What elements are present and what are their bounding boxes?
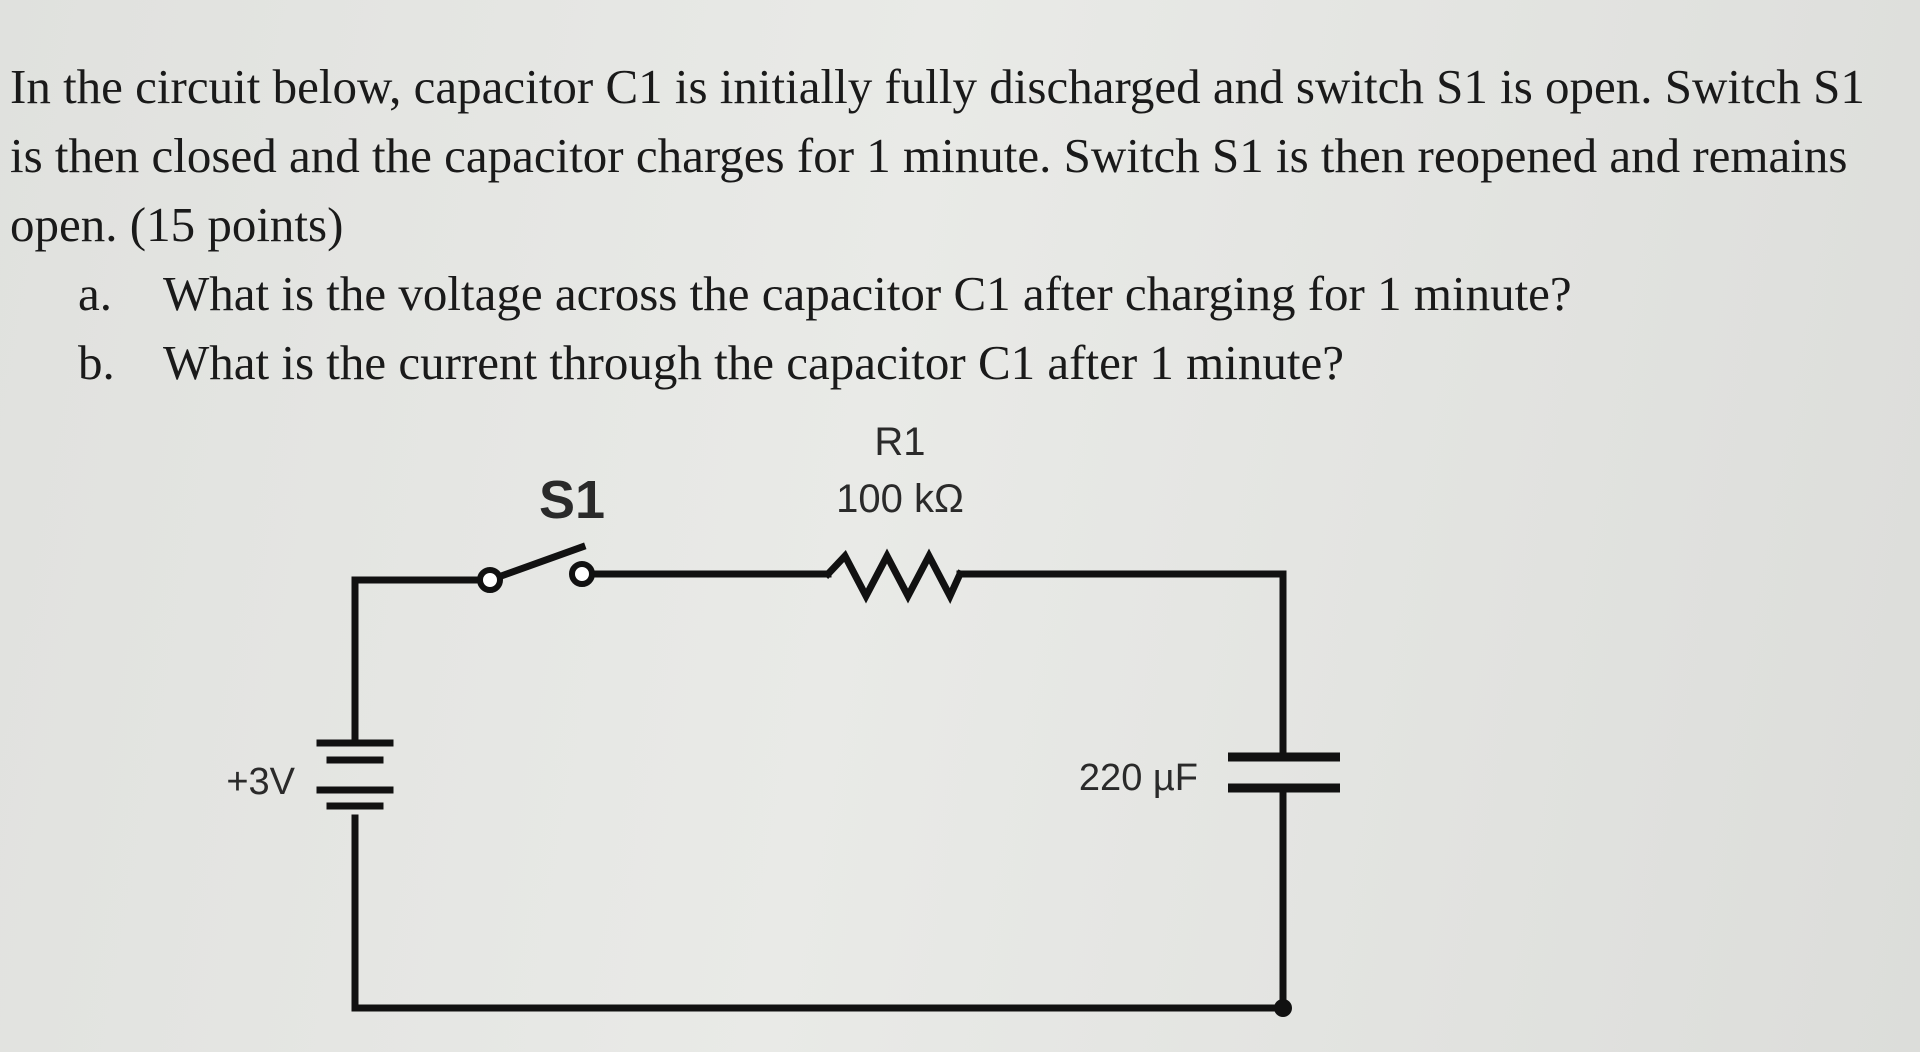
wire-top-right [956,570,1287,759]
wire-bottom [351,786,1287,1012]
question-marker: b. [78,335,115,390]
battery-label: +3V [226,761,295,803]
resistor-r1 [823,548,965,604]
question-text: What is the current through the capacito… [163,335,1345,390]
question-marker: a. [78,266,112,321]
wire-top-left [351,576,494,744]
junction-dot [1274,999,1292,1017]
question-list: a. What is the voltage across the capaci… [10,259,1900,397]
problem-statement: In the circuit below, capacitor C1 is in… [10,52,1900,397]
question-text: What is the voltage across the capacitor… [163,266,1572,321]
question-b: b. What is the current through the capac… [10,328,1900,397]
resistor-value: 100 kΩ [836,477,964,521]
switch-s1 [477,542,595,593]
question-a: a. What is the voltage across the capaci… [10,259,1900,328]
capacitor-value: 220 µF [1079,757,1198,799]
capacitor-c1 [1228,752,1340,793]
problem-intro: In the circuit below, capacitor C1 is in… [10,59,1865,252]
switch-label: S1 [539,470,605,530]
battery [316,739,394,810]
resistor-label: R1 [874,420,925,464]
